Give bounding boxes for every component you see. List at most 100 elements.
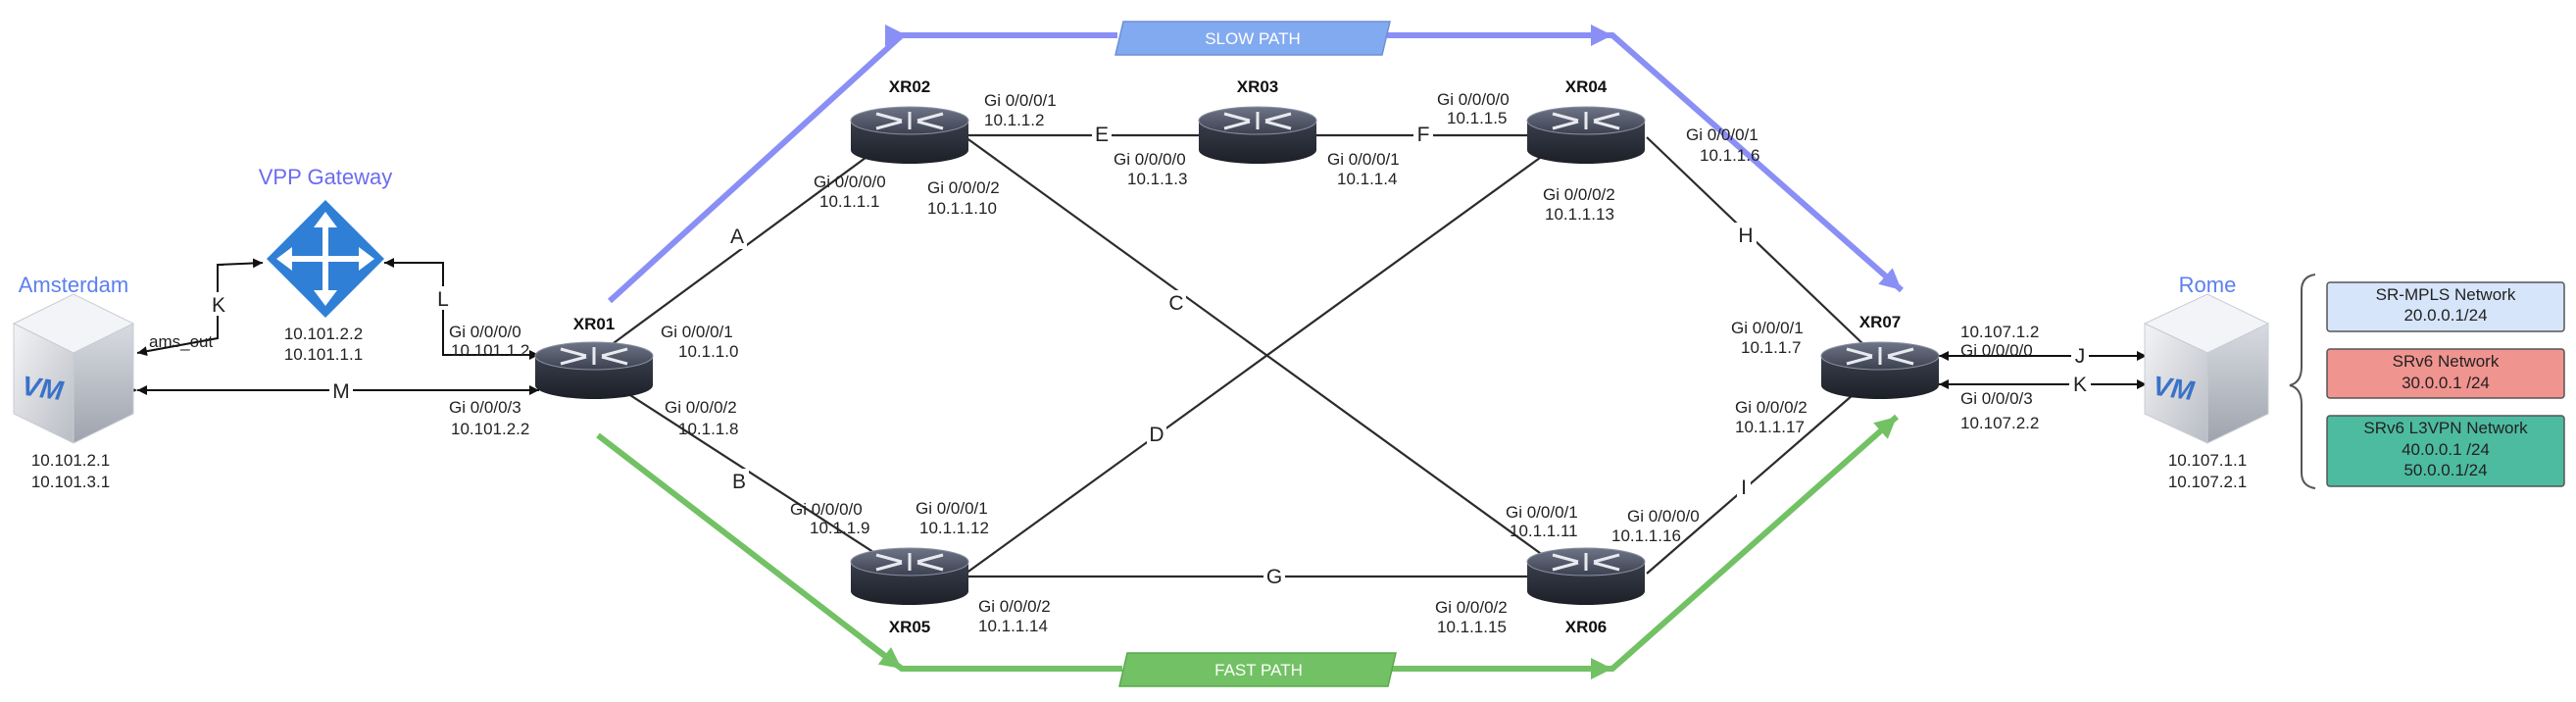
xr07-gi2-ip: 10.1.1.17: [1735, 418, 1805, 436]
xr05-gi1-ip: 10.1.1.12: [919, 519, 989, 537]
vpp-gateway-ip-2: 10.101.1.1: [284, 345, 363, 364]
xr04-gi1-name: Gi 0/0/0/1: [1686, 125, 1759, 144]
xr05-gi0-ip: 10.1.1.9: [810, 519, 869, 537]
rome-title: Rome: [2179, 273, 2237, 297]
rome-links: [1929, 351, 2147, 389]
router-xr07-name: XR07: [1859, 313, 1902, 331]
xr02-gi2-name: Gi 0/0/0/2: [927, 178, 1000, 197]
xr04-gi0-ip: 10.1.1.5: [1447, 109, 1507, 127]
router-xr01-icon: [534, 341, 654, 399]
router-xr07-icon: [1820, 341, 1940, 399]
router-xr03-icon: [1198, 106, 1317, 164]
link-g-label: G: [1266, 566, 1282, 588]
link-m-label: M: [332, 380, 350, 403]
slow-path-label: SLOW PATH: [1205, 29, 1301, 48]
xr07-gi0-name: Gi 0/0/0/0: [1960, 341, 2033, 360]
fast-path-banner: [1118, 652, 1397, 687]
legend-srv6-name: SRv6 Network: [2393, 352, 2500, 371]
xr07-gi3-ip: 10.107.2.2: [1960, 414, 2039, 432]
vpp-gateway-title: VPP Gateway: [259, 165, 393, 189]
xr02-gi1-ip: 10.1.1.2: [984, 111, 1044, 129]
link-l-label: L: [437, 288, 449, 311]
xr01-gi3-name: Gi 0/0/0/3: [449, 398, 521, 417]
legend-srv6-ip: 30.0.0.1 /24: [2402, 374, 2490, 392]
xr04-gi2-name: Gi 0/0/0/2: [1543, 185, 1615, 204]
xr01-gi1-ip: 10.1.1.0: [678, 342, 738, 361]
xr05-gi0-name: Gi 0/0/0/0: [790, 500, 863, 519]
router-xr06-name: XR06: [1565, 618, 1608, 636]
xr03-gi1-name: Gi 0/0/0/1: [1327, 150, 1400, 169]
amsterdam-ip-1: 10.101.2.1: [31, 451, 110, 470]
xr05-gi2-ip: 10.1.1.14: [978, 617, 1048, 635]
interface-labels: Gi 0/0/0/0 10.101.1.2 Gi 0/0/0/1 10.1.1.…: [449, 90, 2039, 636]
xr02-gi0-ip: 10.1.1.1: [819, 192, 879, 211]
fast-path-arrow: FAST PATH: [596, 414, 1899, 687]
xr02-gi1-name: Gi 0/0/0/1: [984, 91, 1057, 110]
link-c-label: C: [1168, 292, 1183, 315]
routers: [534, 106, 1940, 605]
xr05-gi1-name: Gi 0/0/0/1: [916, 499, 988, 518]
router-xr05-icon: [850, 547, 969, 605]
xr01-gi0-ip: 10.101.1.2: [451, 341, 529, 360]
xr07-gi3-name: Gi 0/0/0/3: [1960, 389, 2033, 408]
router-xr03-name: XR03: [1237, 77, 1279, 96]
xr07-gi1-name: Gi 0/0/0/1: [1731, 319, 1804, 337]
xr05-gi2-name: Gi 0/0/0/2: [978, 597, 1051, 616]
slow-path-banner: [1115, 21, 1391, 56]
link-d: [965, 136, 1569, 575]
vpp-gateway-ip-1: 10.101.2.2: [284, 325, 363, 343]
link-e-label: E: [1095, 124, 1109, 146]
xr04-gi0-name: Gi 0/0/0/0: [1437, 90, 1510, 109]
legend-srv6-box: [2326, 348, 2565, 399]
link-b-label: B: [732, 471, 746, 493]
xr06-gi0-name: Gi 0/0/0/0: [1627, 507, 1700, 526]
xr07-gi1-ip: 10.1.1.7: [1741, 338, 1801, 357]
xr01-gi1-name: Gi 0/0/0/1: [661, 323, 733, 341]
legend-srmpls-name: SR-MPLS Network: [2376, 285, 2516, 304]
legend-l3vpn-ip-1: 40.0.0.1 /24: [2402, 440, 2490, 459]
xr06-gi1-ip: 10.1.1.11: [1510, 522, 1578, 540]
xr06-gi1-name: Gi 0/0/0/1: [1506, 503, 1578, 522]
legend-l3vpn-name: SRv6 L3VPN Network: [2363, 419, 2528, 437]
xr01-gi0-name: Gi 0/0/0/0: [449, 323, 521, 341]
xr03-gi0-ip: 10.1.1.3: [1127, 170, 1187, 188]
xr07-gi0-ip: 10.107.1.2: [1960, 323, 2039, 341]
router-xr02-icon: [850, 106, 969, 164]
xr02-gi0-name: Gi 0/0/0/0: [814, 173, 886, 191]
rome-vm-label: VM: [2151, 371, 2197, 407]
link-k-right-label: K: [2073, 374, 2087, 396]
xr02-gi2-ip: 10.1.1.10: [927, 199, 997, 218]
link-f-label: F: [1417, 124, 1430, 146]
slow-path-arrow: SLOW PATH: [607, 21, 1904, 304]
router-xr04-name: XR04: [1565, 77, 1608, 96]
ams-out-iface: ams_out: [149, 332, 213, 351]
link-i: [1646, 381, 1868, 575]
xr01-gi2-name: Gi 0/0/0/2: [665, 398, 737, 417]
link-d-label: D: [1149, 424, 1164, 446]
link-i-label: I: [1741, 476, 1747, 499]
legend-srmpls-box: [2326, 281, 2565, 332]
amsterdam-title: Amsterdam: [19, 273, 128, 297]
xr04-gi1-ip: 10.1.1.6: [1700, 146, 1759, 165]
xr04-gi2-ip: 10.1.1.13: [1545, 205, 1614, 224]
xr06-gi0-ip: 10.1.1.16: [1611, 526, 1681, 545]
xr01-gi2-ip: 10.1.1.8: [678, 420, 738, 438]
link-a: [602, 126, 908, 352]
router-xr06-icon: [1526, 547, 1646, 605]
link-b: [602, 376, 908, 575]
xr03-gi1-ip: 10.1.1.4: [1337, 170, 1397, 188]
amsterdam-ip-2: 10.101.3.1: [31, 473, 110, 491]
xr07-gi2-name: Gi 0/0/0/2: [1735, 398, 1808, 417]
rome-ip-1: 10.107.1.1: [2168, 451, 2247, 470]
rome-vm-icon: VM: [2143, 293, 2270, 444]
link-a-label: A: [730, 226, 744, 248]
rome-ip-2: 10.107.2.1: [2168, 473, 2247, 491]
link-h-label: H: [1738, 225, 1753, 247]
amsterdam-vm-label: VM: [20, 371, 66, 407]
xr06-gi2-name: Gi 0/0/0/2: [1435, 598, 1508, 617]
legend-brace: [2289, 274, 2316, 489]
legend-l3vpn-box: [2326, 415, 2565, 487]
link-h: [1646, 136, 1868, 349]
